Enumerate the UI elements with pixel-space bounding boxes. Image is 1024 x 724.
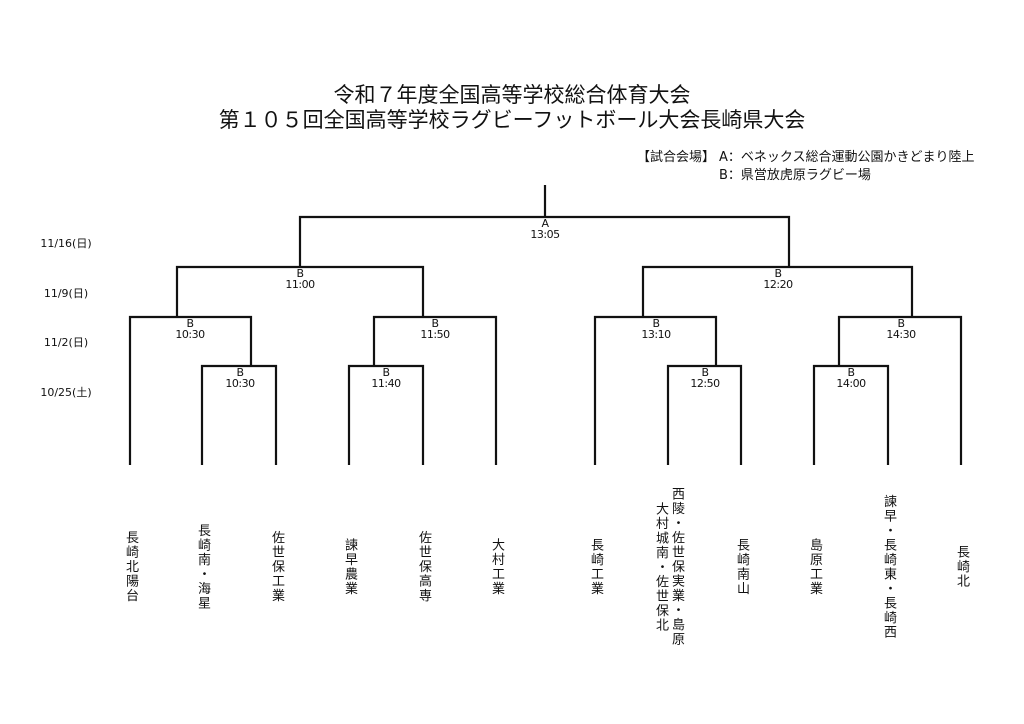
team-10: 島原工業 [807, 538, 822, 596]
title-line-2: 第１０５回全国高等学校ラグビーフットボール大会長崎県大会 [218, 108, 806, 132]
venue-b: B：県営放虎原ラグビー場 [719, 168, 871, 183]
team-9: 長崎南山 [734, 538, 749, 596]
date-quarter: 11/2(日) [43, 336, 89, 349]
match-time: 14:00 [836, 377, 866, 390]
date-final: 11/16(日) [40, 237, 92, 250]
quarter-3-line [593, 315, 718, 465]
first-4-line [812, 364, 890, 465]
match-time: 10:30 [225, 377, 255, 390]
match-venue: B [382, 366, 390, 379]
date-first: 10/25(土) [40, 386, 92, 399]
team-2: 長崎南・海星 [195, 523, 210, 611]
first-3-line [666, 364, 743, 465]
venue-a: A：ベネックス総合運動公園かきどまり陸上 [719, 150, 975, 165]
match-venue: B [897, 317, 905, 330]
semi-right-line [641, 265, 914, 317]
match-venue: B [296, 267, 304, 280]
team-11: 諫早・長崎東・長崎西 [881, 494, 896, 640]
match-venue: B [847, 366, 855, 379]
match-venue: B [236, 366, 244, 379]
first-2-line [347, 364, 425, 465]
date-semi: 11/9(日) [43, 287, 89, 300]
team-8: 西陵・佐世保実業・島原 大村城南・佐世保北 [653, 487, 684, 647]
match-time: 12:20 [763, 278, 793, 291]
match-time: 12:50 [690, 377, 720, 390]
team-3: 佐世保工業 [269, 530, 284, 604]
venue-label: 【試合会場】 [637, 150, 716, 165]
first-1-line [200, 364, 278, 465]
team-7: 長崎工業 [588, 538, 603, 596]
match-venue: B [701, 366, 709, 379]
team-5: 佐世保高専 [416, 530, 431, 604]
match-venue: B [431, 317, 439, 330]
team-1: 長崎北陽台 [123, 530, 138, 604]
match-venue: B [186, 317, 194, 330]
match-time: 11:40 [371, 377, 401, 390]
quarter-2-line [372, 315, 498, 465]
semi-left-line [175, 265, 425, 317]
match-time: 11:00 [285, 278, 315, 291]
match-time: 13:10 [641, 328, 671, 341]
team-12: 長崎北 [954, 545, 969, 589]
quarter-1-line [128, 315, 253, 465]
match-time: 11:50 [420, 328, 450, 341]
match-venue: B [652, 317, 660, 330]
match-time: 13:05 [530, 228, 560, 241]
match-venue: A [541, 217, 549, 230]
final-line [298, 185, 791, 267]
team-4: 諫早農業 [342, 538, 357, 596]
match-time: 10:30 [175, 328, 205, 341]
match-venue: B [774, 267, 782, 280]
team-6: 大村工業 [489, 538, 504, 596]
match-time: 14:30 [886, 328, 916, 341]
title-line-1: 令和７年度全国高等学校総合体育大会 [333, 83, 691, 107]
quarter-4-line [837, 315, 963, 465]
